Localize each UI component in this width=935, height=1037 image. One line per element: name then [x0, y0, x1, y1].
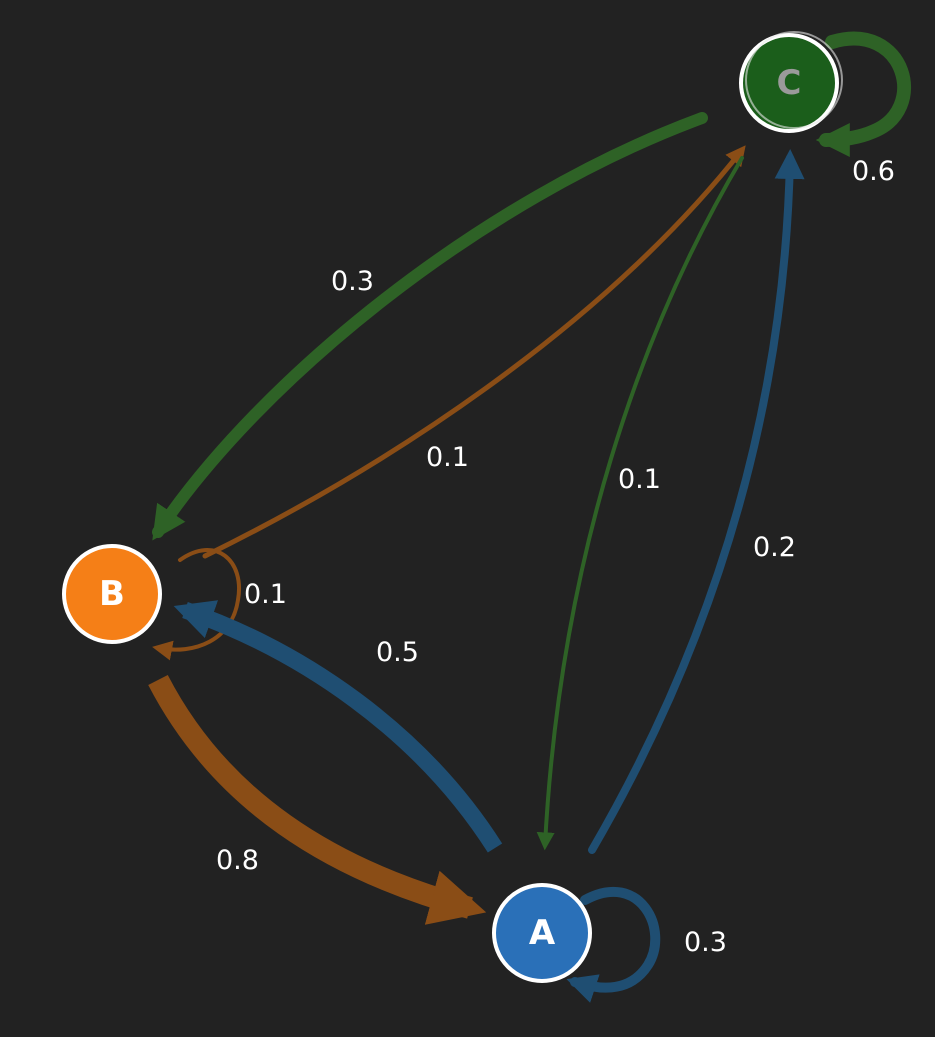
node-b-label: B	[99, 574, 125, 614]
node-c: C	[739, 31, 843, 133]
weight-b-to-b: 0.1	[244, 579, 287, 610]
weight-a-to-b: 0.5	[376, 637, 419, 668]
edge-a-to-a	[566, 886, 661, 1003]
edge-a-to-c	[588, 149, 805, 854]
node-c-label: C	[777, 63, 802, 103]
edges	[148, 31, 912, 1003]
edge-b-to-b	[152, 548, 241, 661]
edge-labels: 0.6 0.3 0.1 0.1 0.2 0.1 0.5 0.8 0.3	[216, 156, 895, 958]
node-a-label: A	[529, 913, 556, 953]
weight-c-to-c: 0.6	[852, 156, 895, 187]
weight-a-to-a: 0.3	[684, 927, 727, 958]
edge-b-to-c	[202, 145, 746, 559]
weight-b-to-a: 0.8	[216, 845, 259, 876]
weight-a-to-c: 0.2	[753, 532, 796, 563]
edge-c-to-a	[536, 156, 744, 851]
weight-c-to-b: 0.3	[331, 266, 374, 297]
node-a: A	[492, 883, 592, 983]
edge-a-to-b	[173, 600, 503, 853]
weight-b-to-c: 0.1	[426, 442, 469, 473]
node-b: B	[62, 544, 162, 644]
edge-c-to-b	[152, 112, 708, 541]
weight-c-to-a: 0.1	[618, 464, 661, 495]
edge-b-to-a	[148, 674, 487, 925]
edge-c-to-c	[815, 31, 912, 157]
